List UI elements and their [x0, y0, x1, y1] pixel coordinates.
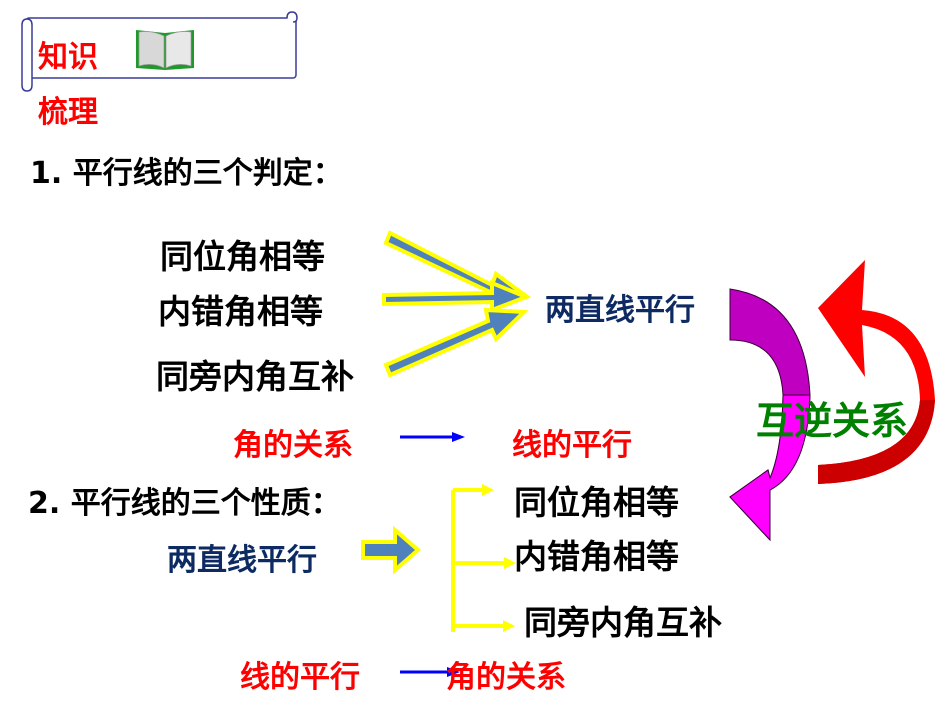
condition-alternate-angles: 内错角相等 [158, 292, 323, 331]
converging-arrows [382, 230, 532, 378]
bracket-arrowheads [482, 484, 516, 632]
conclusion-parallel-lines: 两直线平行 [545, 293, 695, 328]
section1-heading: 1. 平行线的三个判定： [30, 156, 343, 191]
summary2-angle-relation: 角的关系 [446, 660, 566, 695]
curved-arrow-down [729, 288, 811, 542]
header-title-line2: 梳理 [38, 95, 98, 130]
open-book-icon [136, 30, 194, 70]
summary-arrow-1 [400, 432, 465, 442]
property-alternate-angles: 内错角相等 [514, 537, 679, 576]
inverse-relation-label: 互逆关系 [756, 399, 909, 443]
property-cointerior-angles: 同旁内角互补 [524, 603, 722, 642]
section2-heading: 2. 平行线的三个性质： [28, 486, 341, 521]
summary-arrow-2 [400, 667, 460, 677]
block-arrow-right [361, 525, 422, 575]
yellow-bracket [451, 488, 506, 632]
curved-arrow-up [818, 260, 935, 484]
summary1-line-parallel: 线的平行 [512, 428, 632, 463]
header-title-line1: 知识 [38, 40, 98, 75]
condition-corresponding-angles: 同位角相等 [160, 237, 325, 276]
property-corresponding-angles: 同位角相等 [514, 483, 679, 522]
summary1-angle-relation: 角的关系 [233, 428, 353, 463]
summary2-line-parallel: 线的平行 [240, 660, 360, 695]
premise-parallel-lines: 两直线平行 [167, 543, 317, 578]
condition-cointerior-angles: 同旁内角互补 [156, 357, 354, 396]
